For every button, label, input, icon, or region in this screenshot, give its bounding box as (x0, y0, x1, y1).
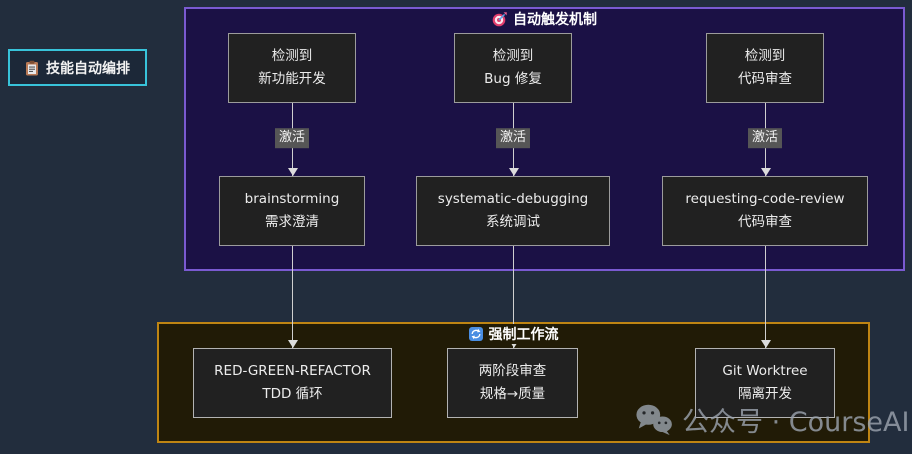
workflow-section-header: 强制工作流 (157, 324, 870, 344)
node-text: TDD 循环 (262, 385, 323, 402)
skill-orchestration-badge: 技能自动编排 (8, 49, 147, 86)
arrow-skill-to-workflow-2 (508, 246, 519, 348)
node-text: Git Worktree (722, 363, 808, 379)
clipboard-icon (26, 60, 38, 75)
skill-node-brainstorming: brainstorming 需求澄清 (219, 176, 365, 246)
node-text: 两阶段审查 (478, 363, 547, 379)
wechat-icon (636, 404, 672, 436)
node-text: 检测到 (744, 48, 786, 64)
node-text: Bug 修复 (484, 70, 542, 87)
workflow-section-title: 强制工作流 (488, 327, 559, 343)
node-text: requesting-code-review (685, 191, 845, 207)
watermark-text: 公众号 · CourseAI (682, 407, 910, 438)
arrow-skill-to-workflow-3 (760, 246, 771, 348)
refresh-icon (468, 327, 483, 341)
detect-node-code-review: 检测到 代码审查 (706, 33, 824, 103)
node-text: 检测到 (492, 48, 534, 64)
edge-label-activate-1: 激活 (274, 128, 310, 148)
node-text: 规格→质量 (479, 385, 546, 402)
workflow-node-git-worktree: Git Worktree 隔离开发 (695, 348, 835, 418)
node-text: 需求澄清 (265, 213, 319, 230)
workflow-node-tdd: RED-GREEN-REFACTOR TDD 循环 (193, 348, 392, 418)
skill-node-requesting-code-review: requesting-code-review 代码审查 (662, 176, 868, 246)
edge-label-activate-3: 激活 (747, 128, 783, 148)
trigger-section-title: 自动触发机制 (513, 12, 597, 28)
node-text: 检测到 (271, 48, 313, 64)
edge-label-activate-2: 激活 (495, 128, 531, 148)
node-text: systematic-debugging (437, 191, 589, 207)
skill-node-systematic-debugging: systematic-debugging 系统调试 (416, 176, 610, 246)
node-text: 代码审查 (738, 213, 792, 230)
node-text: 新功能开发 (258, 70, 326, 87)
node-text: brainstorming (244, 191, 340, 207)
badge-label: 技能自动编排 (46, 60, 130, 77)
node-text: 系统调试 (486, 213, 540, 230)
trigger-section-header: 自动触发机制 (184, 9, 905, 29)
node-text: RED-GREEN-REFACTOR (214, 363, 371, 379)
node-text: 代码审查 (738, 70, 792, 87)
arrow-skill-to-workflow-1 (287, 246, 298, 348)
detect-node-bug-fix: 检测到 Bug 修复 (454, 33, 572, 103)
detect-node-new-feature: 检测到 新功能开发 (228, 33, 356, 103)
dart-target-icon (492, 11, 507, 26)
node-text: 隔离开发 (738, 385, 792, 402)
wechat-watermark: 公众号 · CourseAI (635, 400, 909, 439)
workflow-node-two-stage-review: 两阶段审查 规格→质量 (447, 348, 578, 418)
